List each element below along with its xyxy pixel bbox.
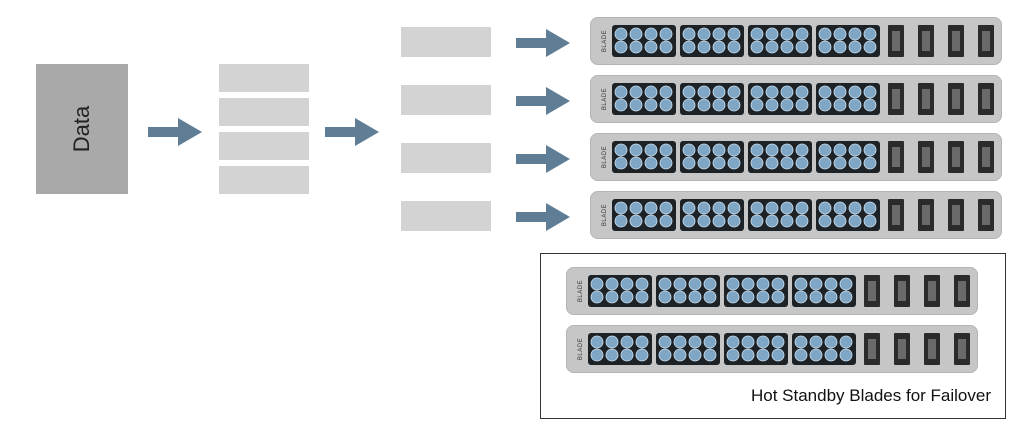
standby-blade-chassis: BLADE	[566, 267, 978, 315]
cpu-chip-icon	[724, 275, 788, 307]
ram-module-icon	[978, 25, 994, 57]
blade-chassis: BLADE	[590, 191, 1002, 239]
ram-module-icon	[864, 275, 880, 307]
ram-module-icon	[894, 333, 910, 365]
cpu-chip-icon	[680, 199, 744, 231]
cpu-chip-icon	[612, 25, 676, 57]
work-chunk	[401, 27, 491, 57]
ram-module-icon	[888, 199, 904, 231]
ram-module-icon	[864, 333, 880, 365]
data-label: Data	[69, 105, 94, 153]
ram-module-icon	[888, 141, 904, 173]
ram-module-icon	[978, 199, 994, 231]
ram-module-icon	[918, 199, 934, 231]
cpu-chip-icon	[612, 141, 676, 173]
ram-module-icon	[954, 333, 970, 365]
ram-module-icon	[948, 25, 964, 57]
blade-label: BLADE	[602, 145, 609, 169]
ram-module-icon	[888, 83, 904, 115]
cpu-chip-icon	[816, 141, 880, 173]
ram-module-icon	[918, 141, 934, 173]
arrow-right-icon	[148, 118, 202, 146]
cpu-chip-icon	[816, 199, 880, 231]
ram-module-icon	[924, 275, 940, 307]
split-chunk	[219, 166, 309, 194]
cpu-chip-icon	[680, 25, 744, 57]
cpu-chip-icon	[680, 141, 744, 173]
cpu-chip-icon	[588, 275, 652, 307]
cpu-chip-icon	[748, 25, 812, 57]
split-chunk	[219, 132, 309, 160]
ram-module-icon	[888, 25, 904, 57]
ram-module-icon	[978, 141, 994, 173]
arrow-right-icon	[516, 29, 570, 57]
work-chunk	[401, 143, 491, 173]
cpu-chip-icon	[748, 83, 812, 115]
cpu-chip-icon	[612, 83, 676, 115]
cpu-chip-icon	[748, 141, 812, 173]
blade-chassis: BLADE	[590, 75, 1002, 123]
arrow-right-icon	[516, 145, 570, 173]
blade-label: BLADE	[578, 279, 585, 303]
ram-module-icon	[948, 83, 964, 115]
arrow-right-icon	[516, 87, 570, 115]
ram-module-icon	[978, 83, 994, 115]
ram-module-icon	[924, 333, 940, 365]
ram-module-icon	[894, 275, 910, 307]
ram-module-icon	[948, 199, 964, 231]
split-chunk	[219, 64, 309, 92]
cpu-chip-icon	[656, 275, 720, 307]
blade-chassis: BLADE	[590, 17, 1002, 65]
blade-label: BLADE	[578, 337, 585, 361]
cpu-chip-icon	[792, 275, 856, 307]
cpu-chip-icon	[816, 25, 880, 57]
work-chunk	[401, 201, 491, 231]
standby-blade-chassis: BLADE	[566, 325, 978, 373]
cpu-chip-icon	[748, 199, 812, 231]
ram-module-icon	[954, 275, 970, 307]
split-chunk	[219, 98, 309, 126]
cpu-chip-icon	[588, 333, 652, 365]
blade-label: BLADE	[602, 29, 609, 53]
arrow-right-icon	[516, 203, 570, 231]
arrow-right-icon	[325, 118, 379, 146]
standby-caption: Hot Standby Blades for Failover	[750, 386, 991, 405]
blade-label: BLADE	[602, 203, 609, 227]
ram-module-icon	[918, 25, 934, 57]
blade-chassis: BLADE	[590, 133, 1002, 181]
ram-module-icon	[918, 83, 934, 115]
cpu-chip-icon	[680, 83, 744, 115]
cpu-chip-icon	[816, 83, 880, 115]
cpu-chip-icon	[656, 333, 720, 365]
blade-label: BLADE	[602, 87, 609, 111]
ram-module-icon	[948, 141, 964, 173]
cpu-chip-icon	[792, 333, 856, 365]
cpu-chip-icon	[724, 333, 788, 365]
data-source-box: Data	[36, 64, 128, 194]
work-chunk	[401, 85, 491, 115]
cpu-chip-icon	[612, 199, 676, 231]
